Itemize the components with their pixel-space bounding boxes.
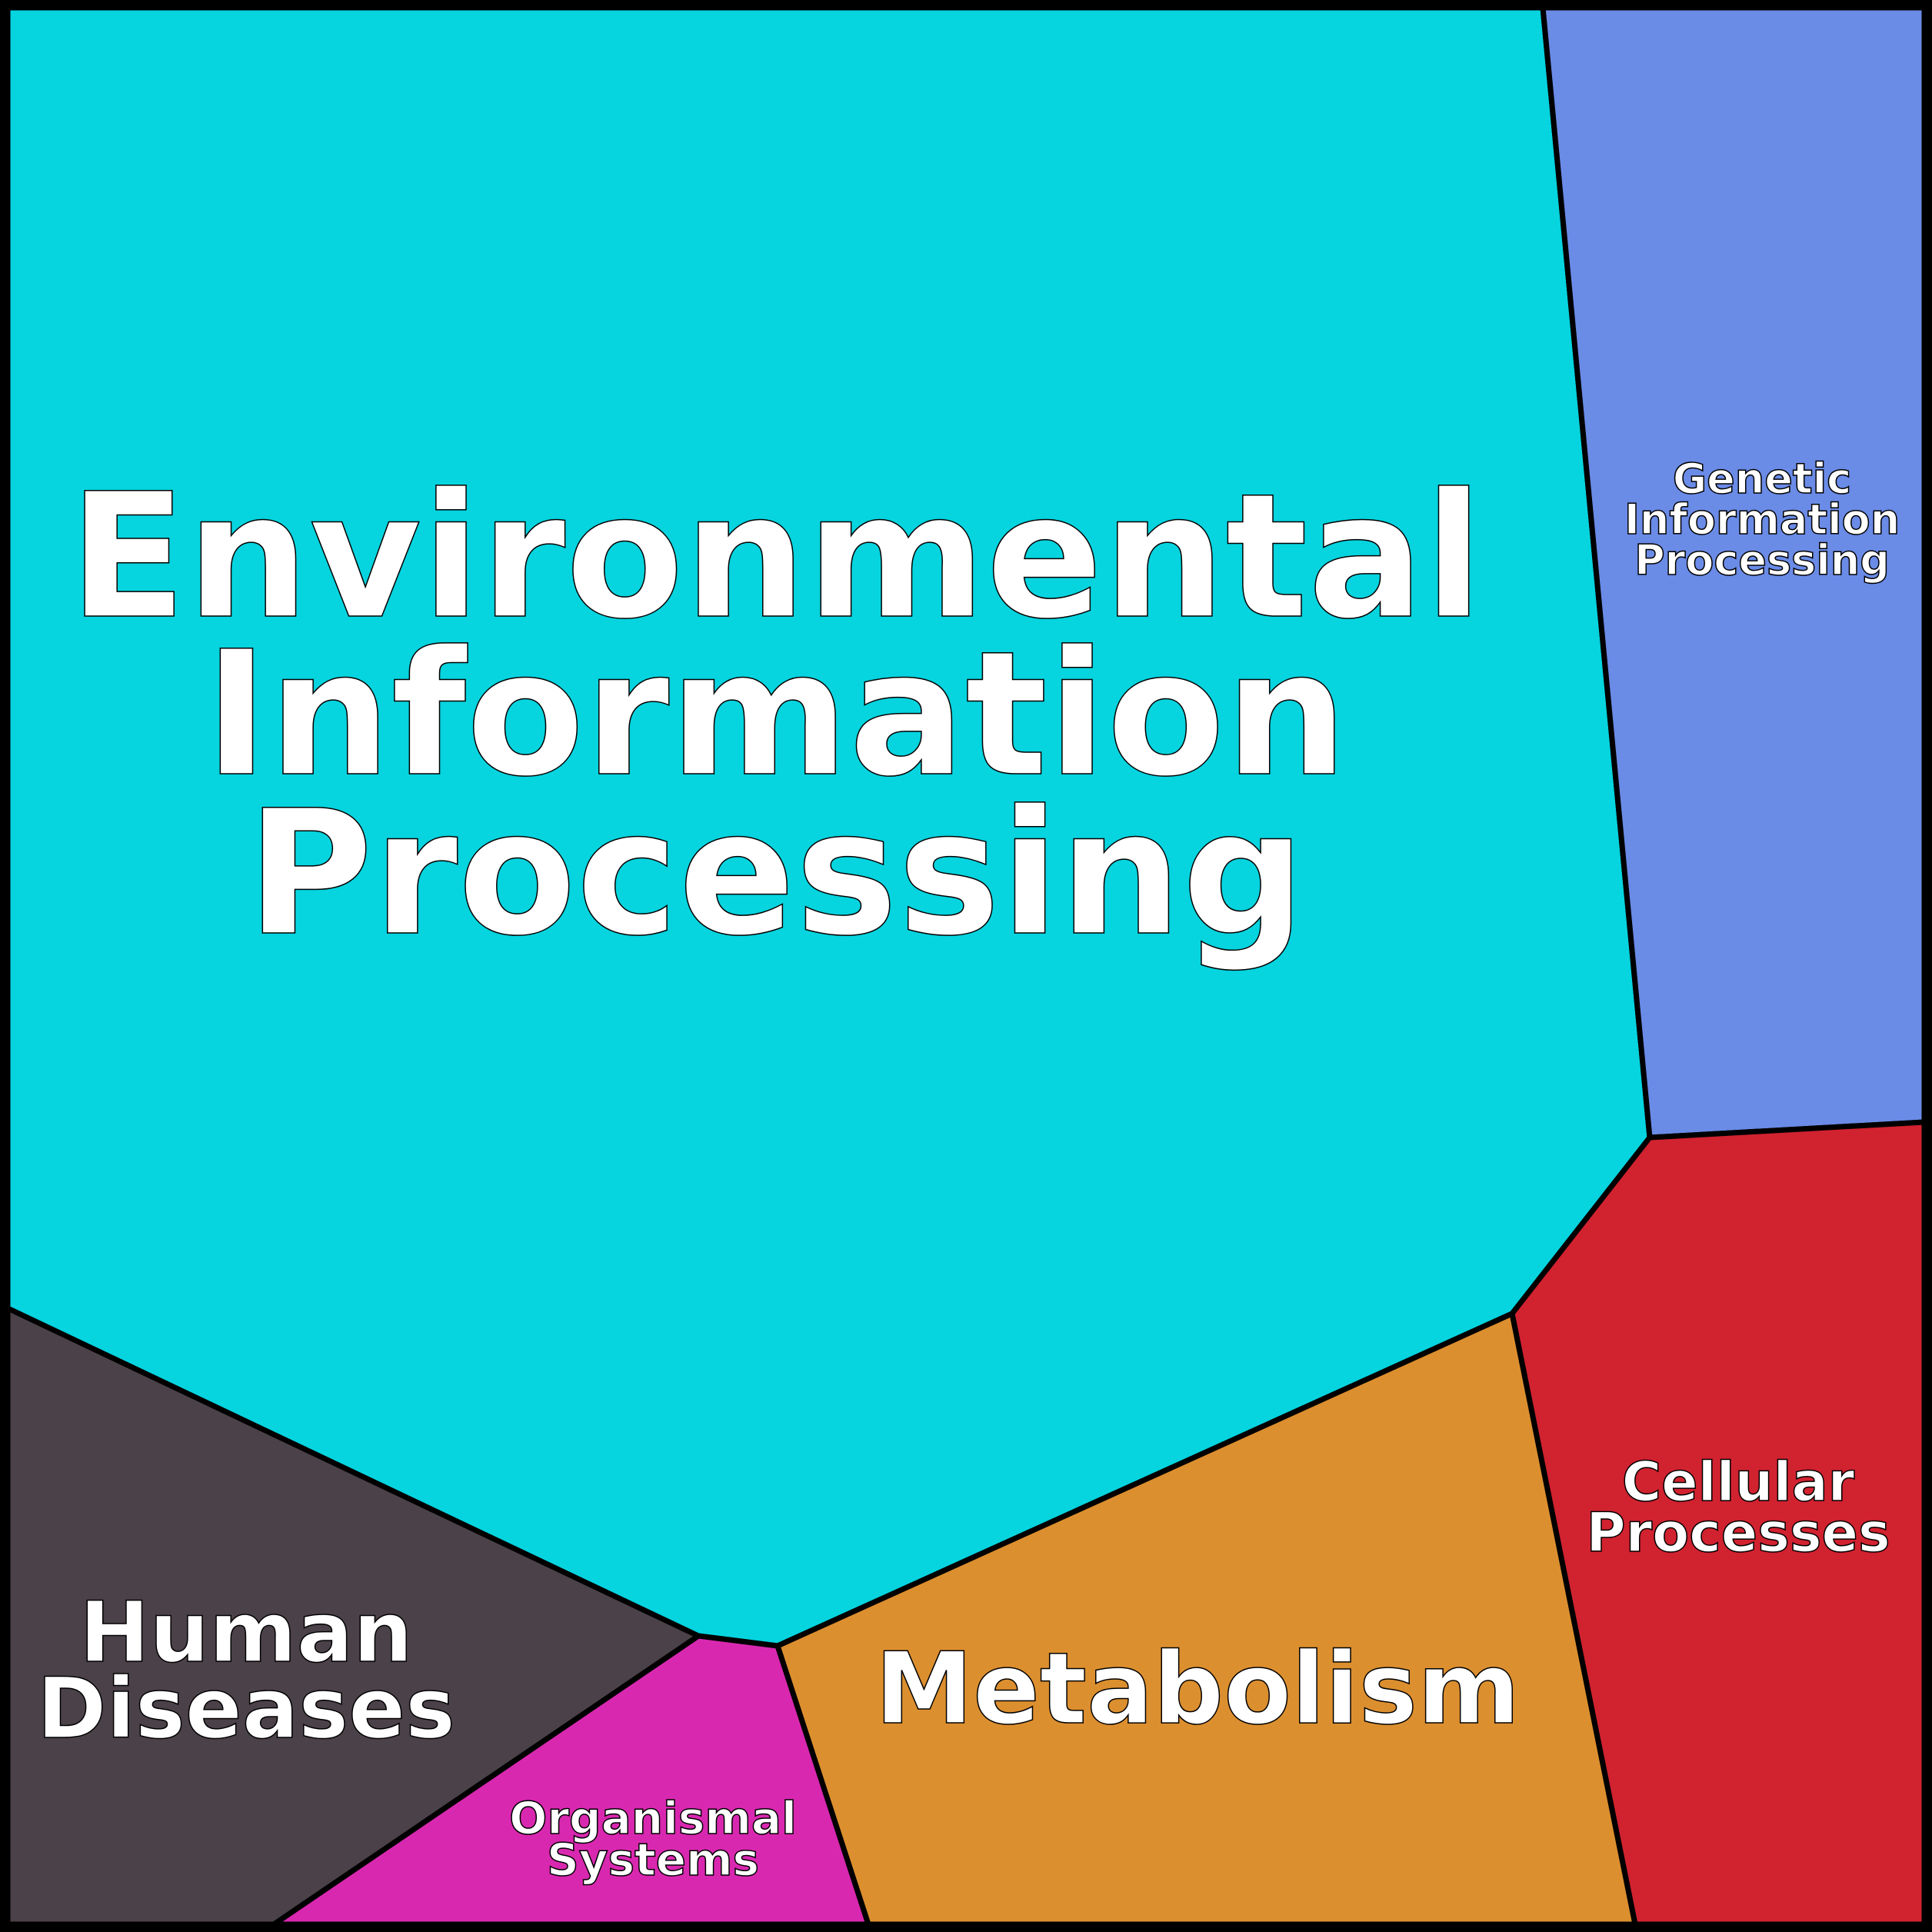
label-line: Systems bbox=[547, 1834, 759, 1886]
label-line: Genetic bbox=[1673, 455, 1851, 503]
label-line: Organismal bbox=[509, 1792, 797, 1844]
label-line: Diseases bbox=[37, 1660, 455, 1757]
label-line: Metabolism bbox=[875, 1632, 1521, 1747]
label-line: Human bbox=[79, 1584, 413, 1681]
label-line: Processes bbox=[1586, 1501, 1890, 1564]
label-metabolism: Metabolism bbox=[875, 1632, 1521, 1747]
label-line: Information bbox=[205, 614, 1347, 814]
label-line: Cellular bbox=[1622, 1451, 1855, 1514]
label-line: Processing bbox=[247, 773, 1305, 974]
label-line: Processing bbox=[1634, 536, 1890, 585]
label-line: Environmental bbox=[69, 456, 1484, 657]
label-line: Information bbox=[1624, 495, 1900, 544]
